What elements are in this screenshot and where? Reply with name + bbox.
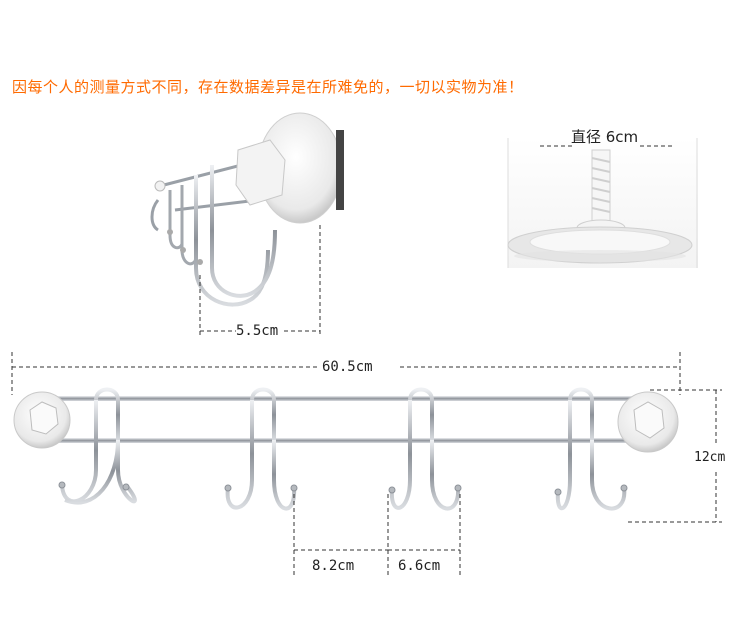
suction-cup-detail-photo <box>507 138 698 268</box>
side-depth-dimension <box>199 225 321 335</box>
suction-diameter-label: 直径 6cm <box>571 128 639 146</box>
total-length-dimension <box>11 352 681 395</box>
hook-gap-label: 8.2cm <box>312 558 355 574</box>
hook-spacing-dimensions <box>293 494 461 575</box>
total-length-label: 60.5cm <box>322 359 373 375</box>
side-depth-label: 5.5cm <box>236 323 279 339</box>
hook-pair-width-label: 6.6cm <box>398 558 441 574</box>
measurement-disclaimer: 因每个人的测量方式不同，存在数据差异是在所难免的，一切以实物为准！ <box>12 78 524 96</box>
height-label: 12cm <box>694 450 726 465</box>
hook-rack-front-photo <box>13 387 679 511</box>
height-dimension <box>628 389 722 523</box>
side-view-photo <box>150 112 344 307</box>
